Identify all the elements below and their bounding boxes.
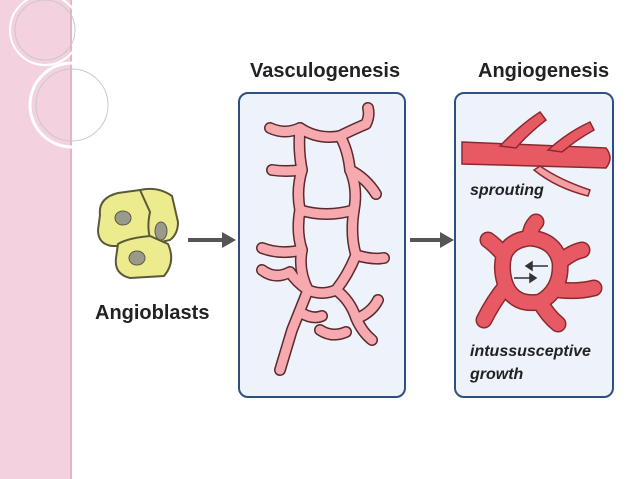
arrow-to-vasculogenesis [188,232,236,248]
arrow-to-angiogenesis [410,232,454,248]
sprouting-label: sprouting [470,182,544,199]
pillar-arrows [514,260,548,284]
nucleus-left [114,210,132,226]
intussusceptive-vessel [475,213,603,333]
nucleus-right [154,221,168,241]
intussusceptive-label: intussusceptive [470,343,591,360]
angioblasts-label: Angioblasts [95,302,210,324]
angiogenesis-title: Angiogenesis [478,60,610,82]
vasculogenesis-title: Vasculogenesis [250,60,401,82]
sprouting-vessel [461,110,611,197]
decorative-circles [9,0,116,149]
cell-top-right [138,187,180,246]
nucleus-bottom [128,250,146,266]
growth-label: growth [470,366,524,383]
side-band [0,0,72,479]
